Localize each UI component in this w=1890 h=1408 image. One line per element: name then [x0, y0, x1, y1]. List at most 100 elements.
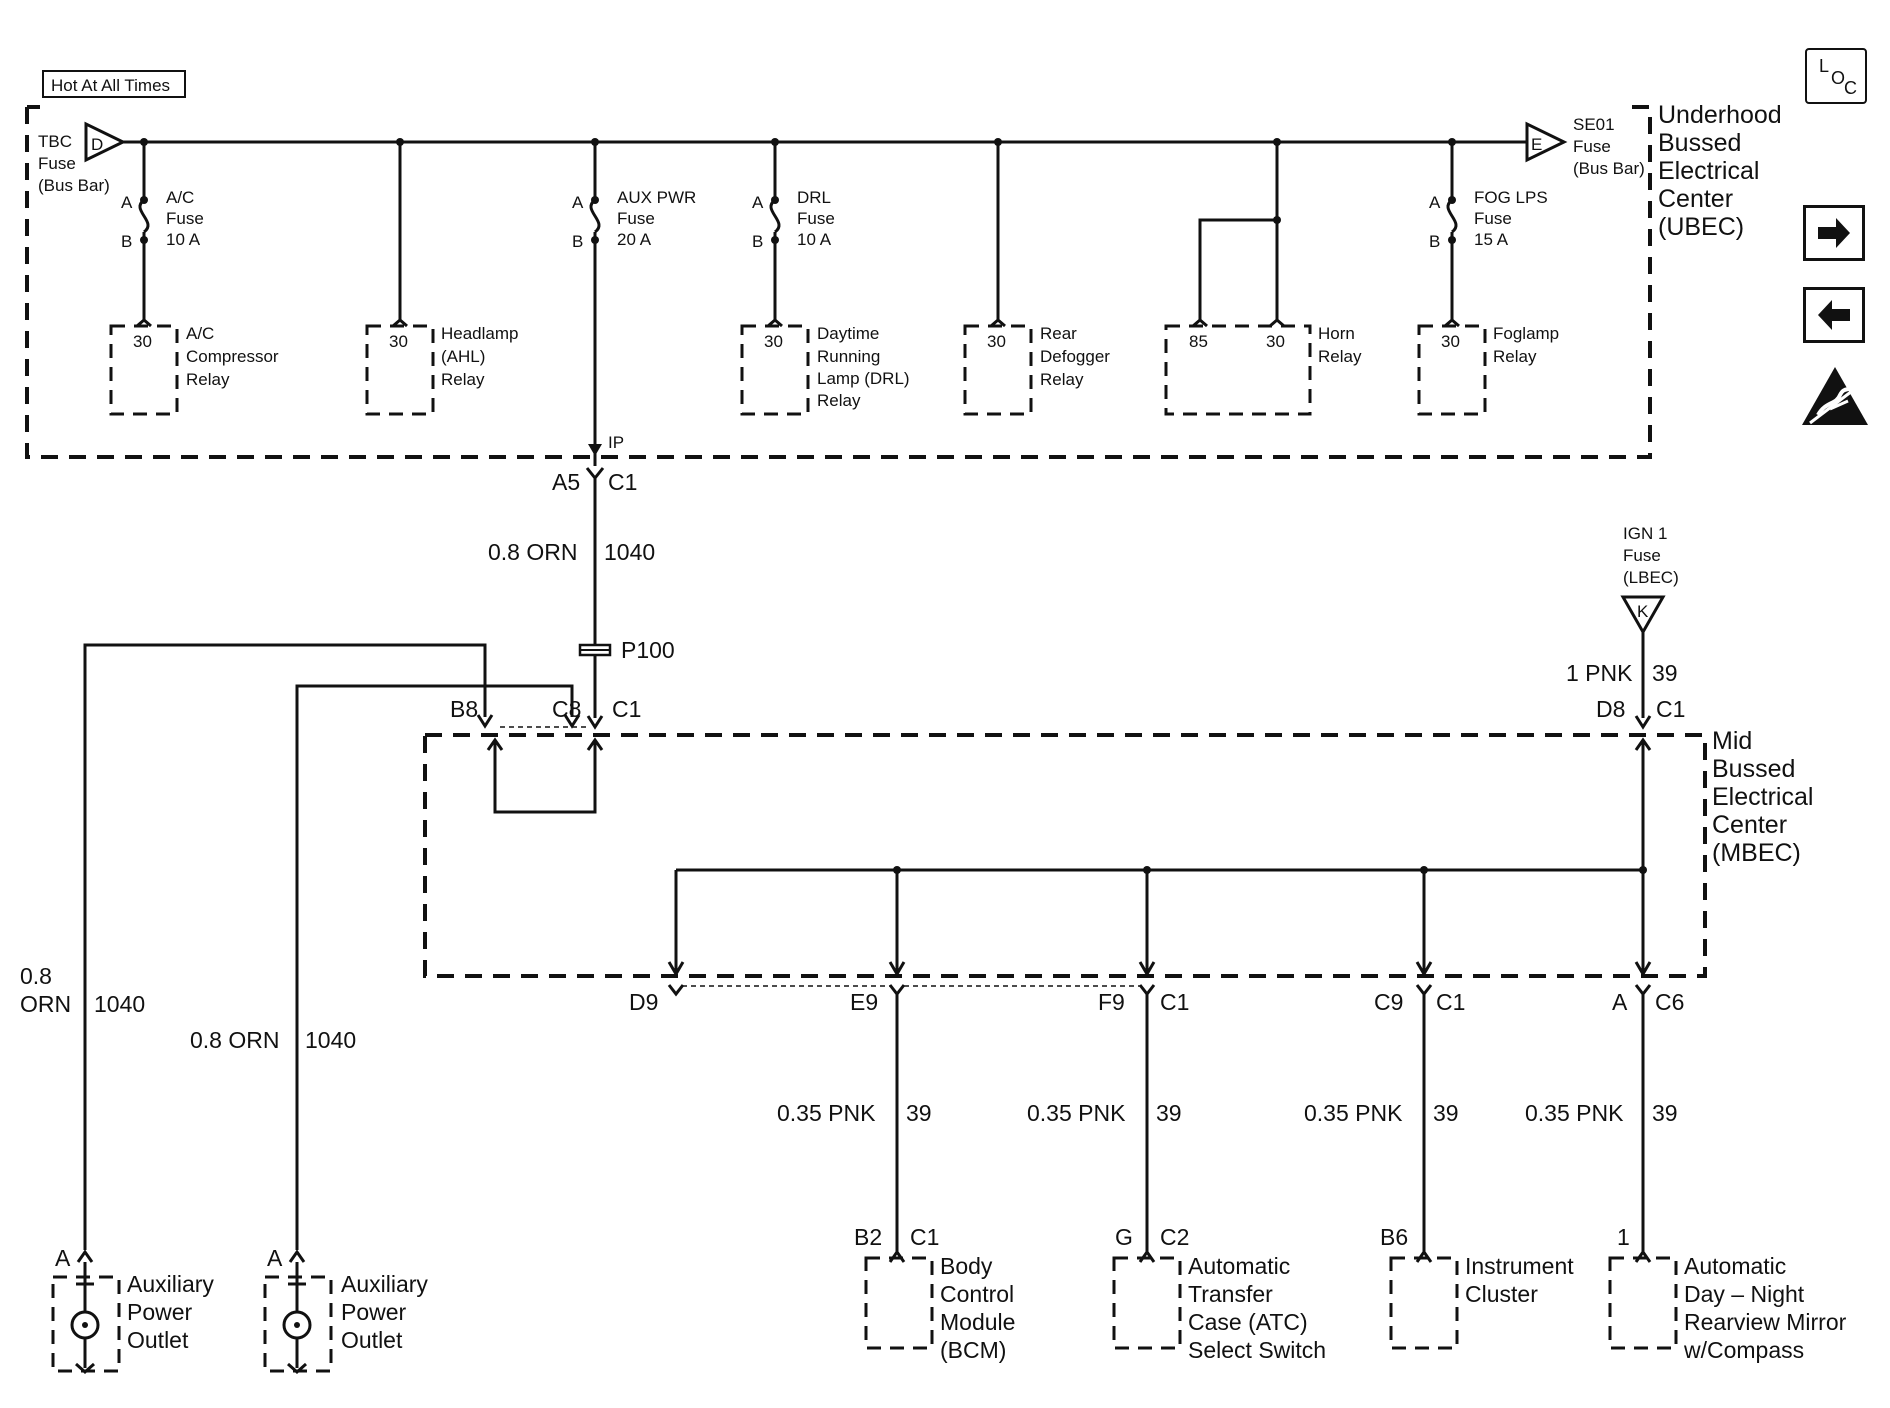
svg-text:Control: Control — [940, 1281, 1014, 1307]
svg-text:0.35 PNK: 0.35 PNK — [777, 1100, 876, 1126]
svg-text:IGN 1: IGN 1 — [1623, 524, 1667, 543]
ubec-outline — [25, 105, 1652, 459]
svg-text:0.35 PNK: 0.35 PNK — [1525, 1100, 1624, 1126]
ubec-c1-connector — [585, 467, 605, 481]
svg-text:B: B — [572, 232, 583, 251]
outlet-1-wire-size: 0.8 — [20, 963, 52, 989]
svg-text:Instrument: Instrument — [1465, 1253, 1574, 1279]
svg-text:Relay: Relay — [1040, 370, 1084, 389]
aux-pwr-fuse-label-2: Fuse — [617, 209, 655, 228]
aux-pwr-fuse-label-3: 20 A — [617, 230, 652, 249]
tbc-fuse-label-2: Fuse — [38, 154, 76, 173]
se01-fuse-label-3: (Bus Bar) — [1573, 159, 1645, 178]
svg-text:Power: Power — [127, 1299, 193, 1325]
drl-fuse-label-3: 10 A — [797, 230, 832, 249]
svg-text:Headlamp: Headlamp — [441, 324, 519, 343]
ign1-fuse-letter: K — [1637, 602, 1649, 621]
mbec-name-line-3: Electrical — [1712, 783, 1813, 811]
svg-text:Foglamp: Foglamp — [1493, 324, 1559, 343]
outlet-2-wire-circuit: 1040 — [305, 1027, 356, 1053]
outlet-1-wire-circuit: 1040 — [94, 991, 145, 1017]
next-arrow-icon[interactable] — [1803, 205, 1865, 261]
svg-text:Module: Module — [940, 1309, 1015, 1335]
body-control-module: B2 C1 Body Control Module (BCM) — [854, 1224, 1015, 1363]
svg-text:Horn: Horn — [1318, 324, 1355, 343]
svg-text:Relay: Relay — [441, 370, 485, 389]
se01-fuse-label-2: Fuse — [1573, 137, 1611, 156]
svg-text:Daytime: Daytime — [817, 324, 879, 343]
svg-text:C1: C1 — [608, 469, 637, 495]
svg-text:Relay: Relay — [186, 370, 230, 389]
esd-warning-icon[interactable] — [1800, 365, 1870, 427]
svg-text:Relay: Relay — [1493, 347, 1537, 366]
horn-relay: 85 30 Horn Relay — [1164, 318, 1362, 416]
fog-lps-fuse-label-3: 15 A — [1474, 230, 1509, 249]
fog-lps-fuse-symbol — [1446, 198, 1458, 234]
mbec-c1-label: C1 — [612, 696, 641, 722]
svg-text:A: A — [572, 193, 584, 212]
svg-text:B: B — [1429, 232, 1440, 251]
auxiliary-power-outlet-2: A Auxiliary Power Outlet — [263, 1245, 428, 1375]
svg-text:Body: Body — [940, 1253, 993, 1279]
ubec-name-line-2: Bussed — [1658, 129, 1741, 157]
svg-text:Rearview Mirror: Rearview Mirror — [1684, 1309, 1847, 1335]
aux-pwr-fuse-symbol — [589, 198, 601, 234]
ubec-name-line-3: Electrical — [1658, 157, 1759, 185]
feed-wire-size-color: 0.8 ORN — [488, 539, 577, 565]
rear-defogger-relay: 30 Rear Defogger Relay — [963, 318, 1110, 416]
mbec-pin-b8: B8 — [450, 696, 478, 722]
svg-text:Power: Power — [341, 1299, 407, 1325]
svg-text:Rear: Rear — [1040, 324, 1077, 343]
mbec-pin-f9: F9 — [1098, 989, 1125, 1015]
svg-text:B6: B6 — [1380, 1224, 1408, 1250]
mbec-outline — [423, 733, 1707, 978]
aux-pwr-fuse-label-1: AUX PWR — [617, 188, 696, 207]
svg-text:A5: A5 — [552, 469, 580, 495]
feed-circuit: A5 C1 0.8 ORN 1040 P100 — [488, 467, 675, 730]
mbec-pin-e9: E9 — [850, 989, 878, 1015]
svg-text:Defogger: Defogger — [1040, 347, 1110, 366]
ac-fuse-label-3: 10 A — [166, 230, 201, 249]
auto-day-night-mirror: 1 Automatic Day – Night Rearview Mirror … — [1608, 1224, 1847, 1363]
mbec-name-line-5: (MBEC) — [1712, 839, 1801, 867]
se01-fuse-letter: E — [1531, 135, 1542, 154]
svg-text:30: 30 — [389, 332, 408, 351]
instrument-cluster: B6 Instrument Cluster — [1380, 1224, 1574, 1350]
svg-text:A: A — [1429, 193, 1441, 212]
ac-fuse-label-1: A/C — [166, 188, 194, 207]
mbec-pin-d8: D8 — [1596, 696, 1625, 722]
foglamp-relay: 30 Foglamp Relay — [1417, 318, 1559, 416]
svg-text:B2: B2 — [854, 1224, 882, 1250]
svg-text:Automatic: Automatic — [1684, 1253, 1786, 1279]
ubec-name-line-1: Underhood — [1658, 101, 1782, 129]
mbec-pin-d9: D9 — [629, 989, 658, 1015]
svg-text:85: 85 — [1189, 332, 1208, 351]
mbec-pin-c9: C9 — [1374, 989, 1403, 1015]
se01-fuse-label-1: SE01 — [1573, 115, 1615, 134]
ac-fuse-symbol — [138, 198, 150, 234]
svg-text:0.35 PNK: 0.35 PNK — [1027, 1100, 1126, 1126]
tbc-fuse-label-1: TBC — [38, 132, 72, 151]
svg-text:Compressor: Compressor — [186, 347, 279, 366]
mbec-pin-a: A — [1612, 989, 1628, 1015]
svg-text:C2: C2 — [1160, 1224, 1189, 1250]
ubec-name-line-4: Center — [1658, 185, 1733, 213]
svg-text:39: 39 — [906, 1100, 932, 1126]
svg-text:A: A — [121, 193, 133, 212]
mbec-d8-conn: C1 — [1656, 696, 1685, 722]
svg-text:Lamp (DRL): Lamp (DRL) — [817, 369, 910, 388]
svg-text:B: B — [752, 232, 763, 251]
svg-text:C1: C1 — [1160, 989, 1189, 1015]
svg-text:Case (ATC): Case (ATC) — [1188, 1309, 1308, 1335]
ip-label: IP — [608, 433, 624, 452]
svg-text:Outlet: Outlet — [127, 1327, 189, 1353]
svg-text:A: A — [267, 1245, 283, 1271]
svg-text:Relay: Relay — [1318, 347, 1362, 366]
loc-icon[interactable]: L O C — [1805, 48, 1867, 104]
mbec-name-line-1: Mid — [1712, 727, 1752, 755]
drl-fuse-label-2: Fuse — [797, 209, 835, 228]
module-circuits: 0.35 PNK 39 0.35 PNK 39 0.35 PNK 39 0.35… — [777, 994, 1847, 1363]
svg-text:1: 1 — [1617, 1224, 1630, 1250]
previous-arrow-icon[interactable] — [1803, 287, 1865, 343]
ign1-feed: IGN 1 Fuse (LBEC) K 1 PNK 39 — [1566, 524, 1679, 730]
